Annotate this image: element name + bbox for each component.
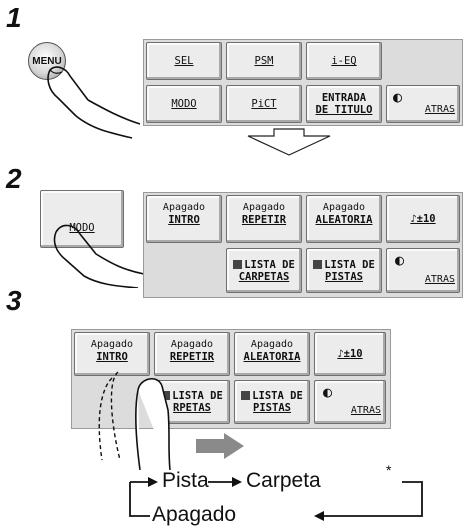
entrada-line2: DE TITULO [316, 104, 373, 116]
hand-pointer-icon [36, 60, 146, 140]
atras-label: ATRAS [351, 405, 381, 417]
pict-button[interactable]: PiCT [226, 85, 302, 123]
psm-button[interactable]: PSM [226, 42, 302, 80]
music-file-icon [241, 391, 250, 400]
folder-icon [233, 260, 242, 269]
atras-label: ATRAS [425, 104, 455, 116]
entrada-line1: ENTRADA [322, 92, 366, 104]
knob-icon: ◐ [393, 90, 402, 104]
skip-10-button[interactable]: ♪±10 [386, 195, 460, 243]
atras-button[interactable]: ◐ ATRAS [314, 380, 386, 424]
cycle-apagado: Apagado [152, 503, 236, 527]
lista-carpetas-button[interactable]: LISTA DE CARPETAS [226, 248, 302, 293]
sel-button[interactable]: SEL [146, 42, 222, 80]
step-number-1: 1 [6, 2, 22, 34]
ieq-button[interactable]: i-EQ [306, 42, 382, 80]
step-number-2: 2 [6, 163, 22, 195]
atras-button[interactable]: ◐ ATRAS [386, 85, 460, 123]
skip-10-button[interactable]: ♪±10 [314, 332, 386, 376]
lista-pistas-button[interactable]: LISTA DE PISTAS [306, 248, 382, 293]
cycle-pista: Pista [162, 469, 209, 493]
modo-button[interactable]: MODO [146, 85, 222, 123]
knob-icon: ◐ [323, 385, 332, 399]
atras-label: ATRAS [425, 274, 455, 286]
cycle-carpeta: Carpeta [246, 469, 321, 493]
lista-pistas-button[interactable]: LISTA DE PISTAS [234, 380, 310, 424]
hand-pointer-icon [48, 220, 148, 288]
hand-pointer-icon [80, 360, 200, 470]
music-file-icon [313, 260, 322, 269]
knob-icon: ◐ [395, 253, 404, 267]
atras-button[interactable]: ◐ ATRAS [386, 248, 460, 293]
entrada-titulo-button[interactable]: ENTRADA DE TITULO [306, 85, 382, 123]
right-arrow-icon [196, 433, 246, 459]
step-number-3: 3 [6, 285, 22, 317]
cycle-asterisk: * [386, 462, 391, 478]
down-arrow-icon [246, 128, 332, 156]
